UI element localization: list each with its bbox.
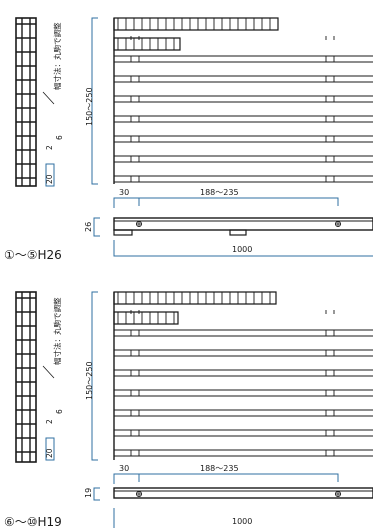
left-dim: 30 <box>119 188 129 197</box>
range-label: ①〜⑤H26 <box>4 248 62 262</box>
side-profile-top <box>15 17 37 187</box>
elevation-bottom <box>113 487 373 499</box>
length-dim-line <box>113 240 373 257</box>
profile-dim-b: 2 <box>45 419 54 424</box>
height-dim: 19 <box>84 488 93 498</box>
width-note: 幅寸法：丸駒で調整 <box>52 297 62 365</box>
spacing-dim-line <box>113 197 339 208</box>
profile-dim-c: 6 <box>55 409 64 414</box>
side-profile-bottom <box>15 291 37 463</box>
profile-dim-a: 20 <box>45 448 54 458</box>
elevation-top <box>113 217 373 236</box>
mid-dim: 188〜235 <box>200 464 239 473</box>
span-dim: 150〜250 <box>85 361 94 400</box>
note-leader <box>42 91 55 105</box>
length-dim: 1000 <box>232 517 252 526</box>
profile-dim-b: 2 <box>45 145 54 150</box>
section-top: 幅寸法：丸駒で調整 20 2 6 150〜250 <box>4 17 373 262</box>
profile-castellation <box>16 18 36 186</box>
length-dim: 1000 <box>232 245 252 254</box>
plan-view-top <box>113 17 373 184</box>
span-dim: 150〜250 <box>85 87 94 126</box>
left-dim: 30 <box>119 464 129 473</box>
mid-dim: 188〜235 <box>200 188 239 197</box>
profile-outline <box>15 17 37 187</box>
profile-dim-c: 6 <box>55 135 64 140</box>
plan-view-bottom <box>113 291 373 460</box>
width-note: 幅寸法：丸駒で調整 <box>52 22 62 90</box>
profile-dim-box <box>45 163 55 187</box>
height-dim: 26 <box>84 222 93 232</box>
range-label: ⑥〜⑩H19 <box>4 515 62 528</box>
height-dim-line <box>93 217 100 237</box>
section-bottom: 幅寸法：丸駒で調整 20 2 6 150〜250 <box>4 291 373 528</box>
span-dim-line <box>91 17 98 185</box>
profile-dim-a: 20 <box>45 174 54 184</box>
